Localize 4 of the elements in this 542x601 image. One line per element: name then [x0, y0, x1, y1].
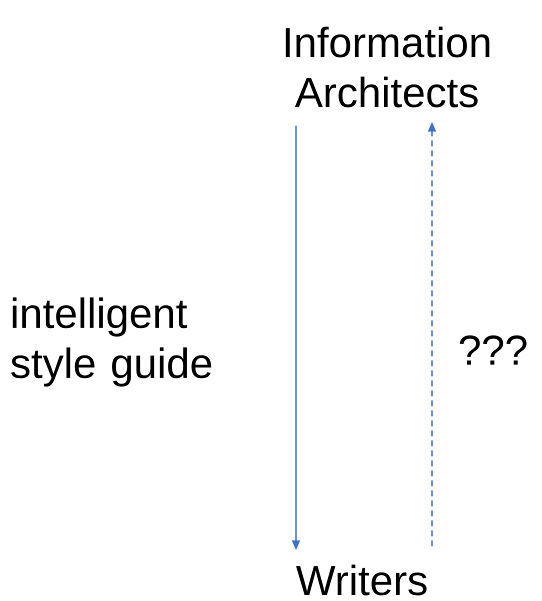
text-label: Writers — [296, 564, 427, 596]
edge-label: ??? — [460, 335, 526, 365]
edge-label: intelligent style guide — [11, 297, 212, 387]
text-label: Information Architects — [286, 26, 490, 108]
